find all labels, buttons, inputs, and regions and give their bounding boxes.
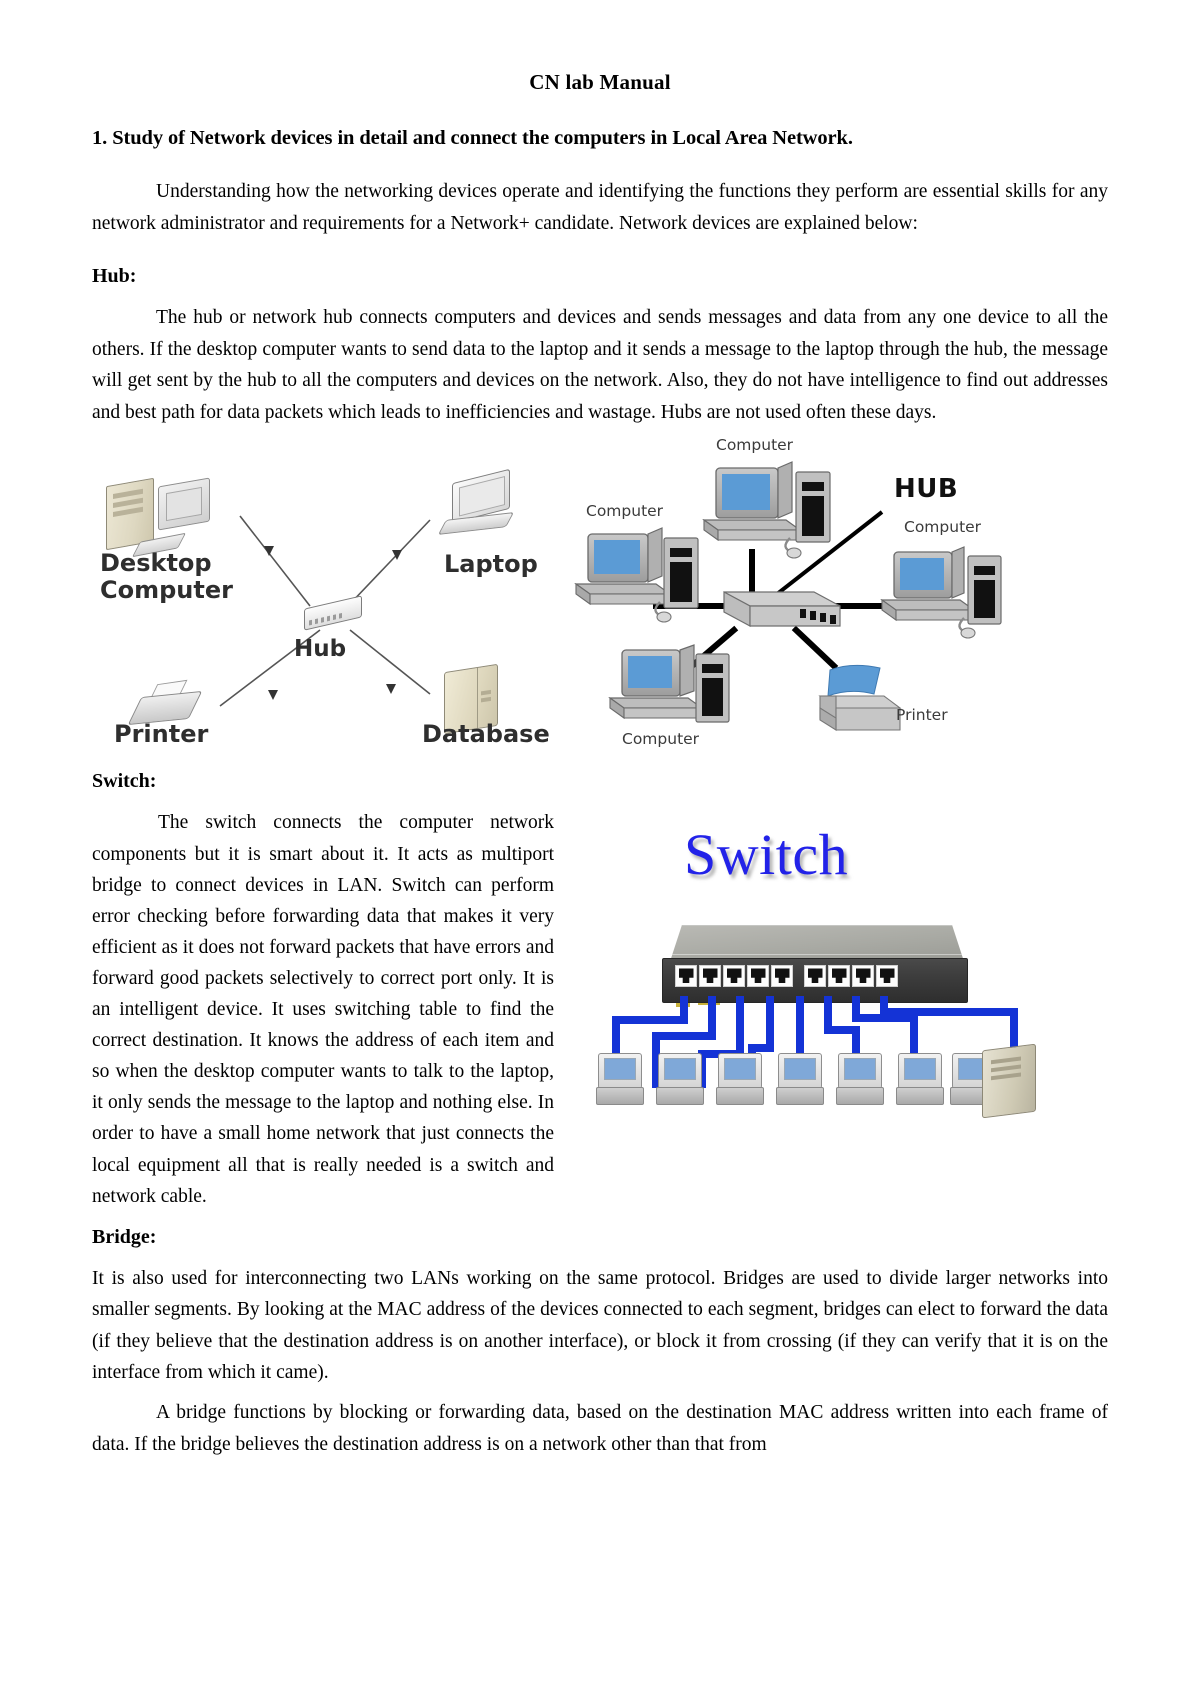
computer-right	[880, 546, 1002, 640]
switch-text-column: The switch connects the computer network…	[92, 807, 554, 1211]
switch-port-group	[675, 965, 898, 988]
hub-section-heading: Hub:	[92, 265, 137, 288]
bridge-paragraph-1: It is also used for interconnecting two …	[92, 1267, 1108, 1384]
label-computer-left: Computer	[586, 502, 664, 521]
client-computer-icon	[776, 1053, 824, 1109]
bridge-paragraph-2: A bridge functions by blocking or forwar…	[92, 1402, 1108, 1455]
rj45-port-icon[interactable]	[675, 965, 697, 988]
rj45-port-icon[interactable]	[876, 965, 898, 988]
label-laptop: Laptop	[444, 550, 538, 579]
rj45-port-icon[interactable]	[747, 965, 769, 988]
hub-box	[723, 591, 841, 628]
computer-bottom	[608, 644, 730, 724]
document-content: CN lab Manual 1. Study of Network device…	[92, 70, 1108, 1470]
label-computer-bottom: Computer	[622, 730, 700, 749]
hub-paragraph: The hub or network hub connects computer…	[92, 307, 1108, 423]
switch-device-body	[656, 925, 972, 1009]
rj45-port-icon[interactable]	[723, 965, 745, 988]
label-computer-right: Computer	[904, 518, 982, 537]
client-computer-icon	[656, 1053, 704, 1109]
switch-front-panel	[662, 958, 968, 1008]
label-printer-right: Printer	[896, 706, 948, 725]
computer-left	[574, 527, 699, 624]
client-computer-icon	[596, 1053, 644, 1109]
client-computer-icon	[896, 1053, 944, 1109]
label-database: Database	[422, 720, 550, 749]
label-desktop-line2: Computer	[100, 576, 233, 605]
label-computer-top: Computer	[716, 436, 794, 455]
rj45-port-icon[interactable]	[804, 965, 826, 988]
label-printer: Printer	[114, 720, 209, 749]
client-computer-icon	[716, 1053, 764, 1109]
switch-connected-clients	[594, 1044, 1036, 1121]
hub-network-diagram: Computer Computer Computer Computer Prin…	[564, 434, 1008, 754]
computer-top	[702, 461, 831, 560]
switch-paragraph: The switch connects the computer network…	[92, 812, 554, 1207]
hub-network-graphics	[574, 461, 1002, 732]
switch-image-title: Switch	[684, 822, 849, 888]
printer	[818, 665, 902, 732]
rj45-port-icon[interactable]	[771, 965, 793, 988]
rj45-port-icon[interactable]	[699, 965, 721, 988]
intro-paragraph: Understanding how the networking devices…	[92, 181, 1108, 234]
switch-section-heading: Switch:	[92, 770, 157, 793]
client-computer-icon	[836, 1053, 884, 1109]
switch-chassis-top	[670, 925, 964, 962]
rj45-port-icon[interactable]	[828, 965, 850, 988]
bridge-section: It is also used for interconnecting two …	[92, 1263, 1108, 1460]
hub-connection-lines	[219, 515, 431, 708]
label-hub: Hub	[294, 636, 347, 663]
switch-photo: Switch	[584, 821, 1036, 1151]
rj45-port-icon[interactable]	[852, 965, 874, 988]
label-desktop-line1: Desktop	[100, 549, 212, 578]
experiment-heading: 1. Study of Network devices in detail an…	[92, 127, 853, 149]
switch-section-row: The switch connects the computer network…	[92, 807, 1108, 1211]
page-title: CN lab Manual	[529, 70, 671, 94]
bridge-section-heading: Bridge:	[92, 1225, 157, 1248]
label-hub-right: HUB	[894, 474, 959, 505]
server-icon	[982, 1044, 1036, 1119]
